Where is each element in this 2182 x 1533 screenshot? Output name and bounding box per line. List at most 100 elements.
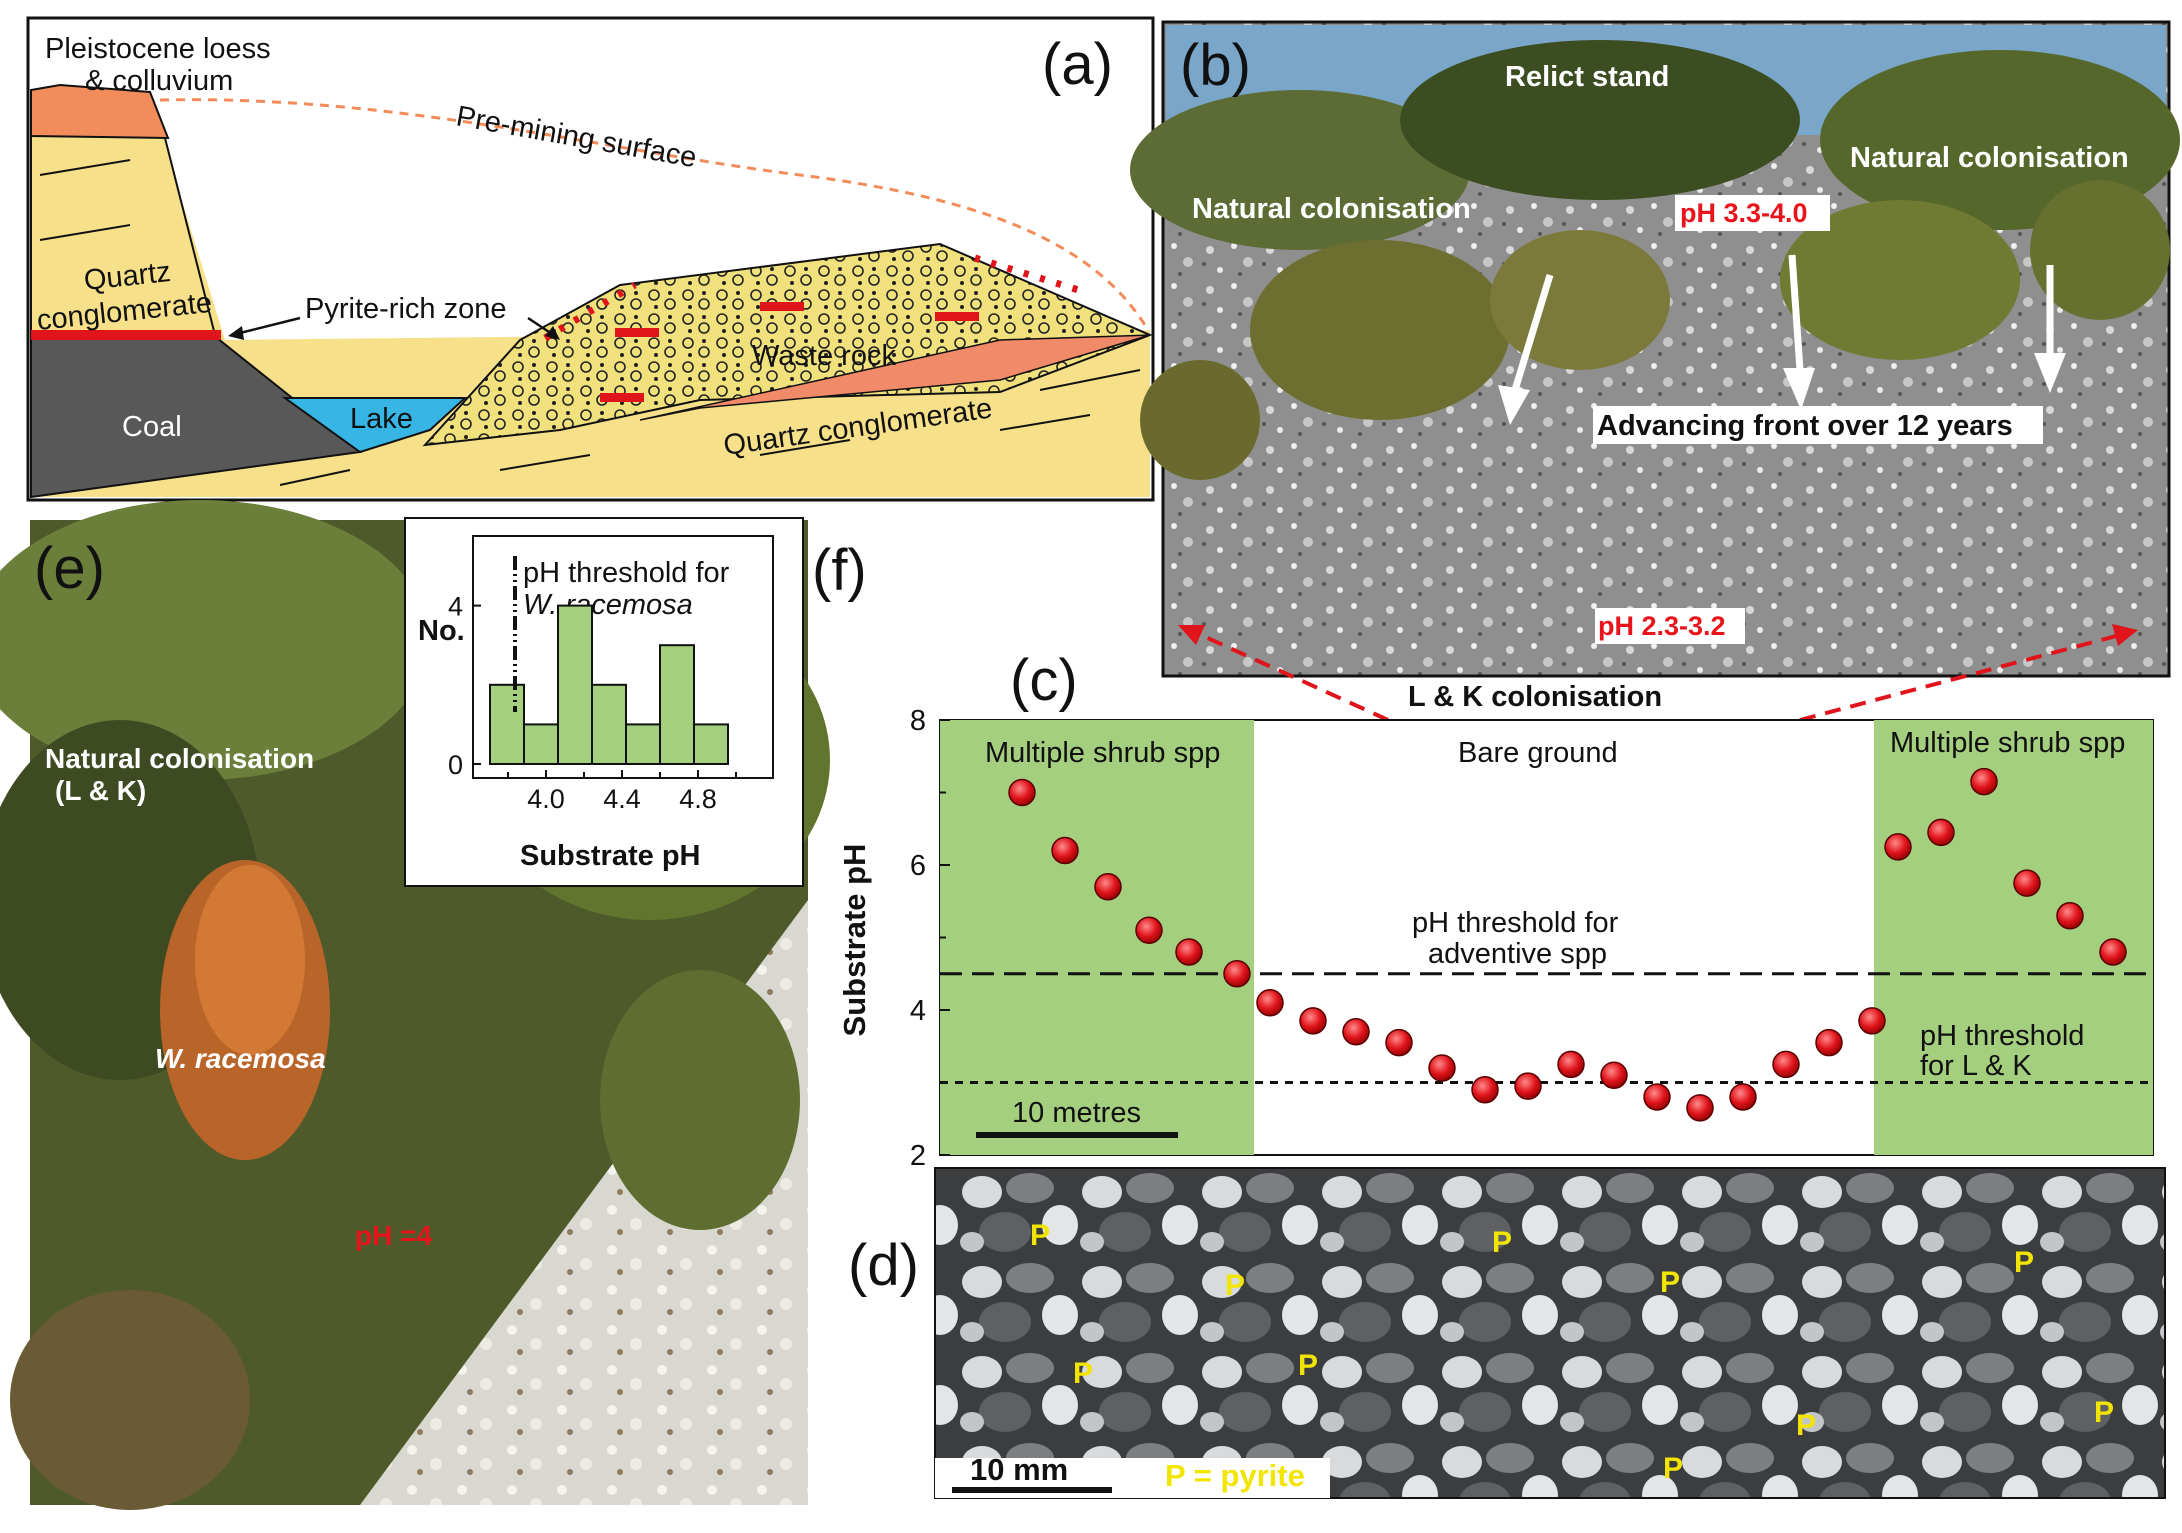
panel-f-histogram: pH threshold for W. racemosa No. Substra… xyxy=(404,517,804,887)
histogram-bar xyxy=(591,683,627,765)
f-threshold-title-2: W. racemosa xyxy=(523,589,693,621)
ph-data-point xyxy=(1729,1083,1757,1111)
panel-a-letter: (a) xyxy=(1042,32,1113,97)
ph-data-point xyxy=(1135,916,1163,944)
ph-data-point xyxy=(2056,902,2084,930)
ph-data-point xyxy=(1385,1028,1413,1057)
lk-threshold-label-2: for L & K xyxy=(1920,1050,2032,1082)
lk-colonisation-label: L & K colonisation xyxy=(1408,681,1662,713)
panel-b-letter: (b) xyxy=(1180,33,1251,98)
f-y-tick-label: 0 xyxy=(448,750,463,780)
ph-data-point xyxy=(1815,1028,1843,1057)
ph-data-point xyxy=(1686,1094,1714,1122)
natural-colonisation-lk-label-2: (L & K) xyxy=(55,775,146,806)
pyrite-marker: P xyxy=(1796,1409,1816,1442)
panel-f-letter: (f) xyxy=(812,538,867,603)
ph-data-point xyxy=(1514,1072,1542,1100)
ph-data-point xyxy=(1557,1050,1585,1079)
loess-label-line1: Pleistocene loess xyxy=(45,33,271,65)
pyrite-marker: P xyxy=(1492,1226,1512,1259)
w-racemosa-label: W. racemosa xyxy=(155,1043,326,1074)
f-x-tick-label: 4.8 xyxy=(679,784,717,814)
scale-bar-10mm-label: 10 mm xyxy=(970,1452,1068,1487)
histogram-bar xyxy=(523,723,559,766)
zone-right-label: Multiple shrub spp xyxy=(1890,727,2125,759)
pyrite-marker: P xyxy=(1298,1349,1318,1382)
panel-d-photo: (d) P P P P P P P P P P 10 mm P = pyrite xyxy=(848,1167,2166,1499)
natural-colonisation-left-label: Natural colonisation xyxy=(1192,193,1471,225)
f-y-axis-label: No. xyxy=(418,615,465,647)
panel-c-letter: (c) xyxy=(1010,648,1078,713)
panel-a-cross-section: (a) Pleistocene loess & colluvium Pre-mi… xyxy=(26,16,1155,502)
ph-data-point xyxy=(1175,938,1203,966)
panel-e-letter: (e) xyxy=(34,536,105,601)
ph-data-point xyxy=(1970,767,1998,796)
c-y-tick-label: 6 xyxy=(910,850,926,882)
pyrite-marker: P xyxy=(2094,1396,2114,1429)
ph-upper-label: pH 3.3-4.0 xyxy=(1680,198,1808,228)
waste-rock-label: Waste rock xyxy=(752,340,896,372)
pyrite-marker: P xyxy=(1225,1269,1245,1302)
ph-data-point xyxy=(1299,1007,1327,1035)
histogram-bar xyxy=(659,644,695,766)
pyrite-zone-label: Pyrite-rich zone xyxy=(305,293,506,325)
shrub-zone-right xyxy=(1874,720,2153,1155)
panel-b-photo: (b) Relict stand Natural colonisation Na… xyxy=(1130,20,2180,678)
ph-data-point xyxy=(1223,960,1251,988)
c-y-tick-label: 4 xyxy=(910,995,926,1027)
ph-lower-label: pH 2.3-3.2 xyxy=(1598,611,1726,641)
lk-colonisation-annotation: L & K colonisation xyxy=(1178,624,2138,722)
ph-data-point xyxy=(1094,873,1122,901)
zone-left-label: Multiple shrub spp xyxy=(985,737,1220,769)
panel-d-letter: (d) xyxy=(848,1233,919,1298)
shrub-zone-left xyxy=(940,720,1254,1155)
pyrite-marker: P xyxy=(1660,1266,1680,1299)
histogram-bar xyxy=(625,723,661,766)
c-y-tick-label: 2 xyxy=(910,1140,926,1172)
f-threshold-title-1: pH threshold for xyxy=(523,557,730,589)
ph-data-point xyxy=(1643,1083,1671,1111)
advancing-front-label: Advancing front over 12 years xyxy=(1597,410,2013,442)
histogram-bar xyxy=(489,683,525,765)
scale-bar-10m-label: 10 metres xyxy=(1012,1097,1141,1129)
lake-label: Lake xyxy=(350,403,413,435)
natural-colonisation-lk-label-1: Natural colonisation xyxy=(45,743,314,774)
ph-data-point xyxy=(1342,1018,1370,1046)
histogram-bar xyxy=(693,723,729,766)
ph-data-point xyxy=(1600,1061,1628,1089)
ph-data-point xyxy=(1858,1007,1886,1035)
histogram-bar xyxy=(557,604,593,765)
adventive-threshold-label-1: pH threshold for xyxy=(1412,907,1619,939)
adventive-threshold-label-2: adventive spp xyxy=(1428,938,1607,970)
pyrite-marker: P xyxy=(1030,1219,1050,1252)
ph-data-point xyxy=(1051,836,1079,865)
zone-mid-label: Bare ground xyxy=(1458,737,1618,769)
ph-data-point xyxy=(1772,1050,1800,1079)
pyrite-marker: P xyxy=(2014,1246,2034,1279)
ph-data-point xyxy=(1927,818,1955,847)
lk-threshold-label-1: pH threshold xyxy=(1920,1020,2084,1052)
loess-label-line2: & colluvium xyxy=(85,65,233,97)
ph-data-point xyxy=(1471,1076,1499,1104)
ph-data-point xyxy=(1428,1054,1456,1082)
f-x-tick-label: 4.0 xyxy=(527,784,565,814)
ph-data-point xyxy=(1884,833,1912,861)
f-x-axis-label: Substrate pH xyxy=(520,840,700,872)
natural-colonisation-right-label: Natural colonisation xyxy=(1850,142,2129,174)
f-y-tick-label: 4 xyxy=(448,592,463,622)
pyrite-legend: P = pyrite xyxy=(1165,1458,1305,1493)
panel-c-chart: (c) 2 4 6 8 Substrate pH Multiple shrub spp… xyxy=(837,648,2154,1172)
coal-label: Coal xyxy=(122,411,182,443)
relict-stand-label: Relict stand xyxy=(1505,61,1669,93)
pyrite-marker: P xyxy=(1663,1452,1683,1485)
c-y-axis-label: Substrate pH xyxy=(837,844,872,1037)
ph-4-label: pH =4 xyxy=(355,1220,432,1251)
ph-data-point xyxy=(2099,938,2127,966)
c-y-tick-label: 8 xyxy=(910,705,926,737)
pyrite-marker: P xyxy=(1073,1357,1093,1390)
ph-data-point xyxy=(1008,778,1036,807)
f-x-tick-label: 4.4 xyxy=(603,784,641,814)
ph-data-point xyxy=(2013,869,2041,897)
ph-data-point xyxy=(1256,989,1284,1017)
